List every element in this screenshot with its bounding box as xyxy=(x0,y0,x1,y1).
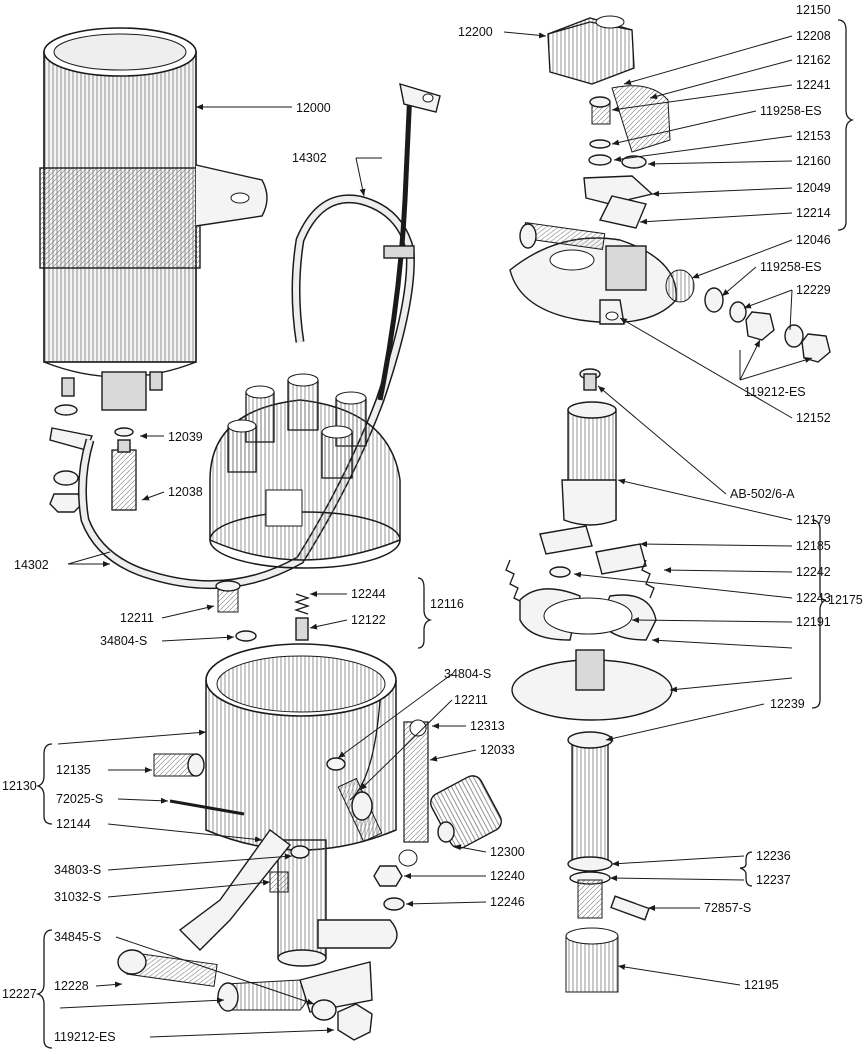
label-coil: 12000 xyxy=(296,101,331,115)
label-cap-spring-group: 12116 xyxy=(430,597,464,611)
label-terminal-washer: 12039 xyxy=(168,430,203,444)
label-body-oiler: 12135 xyxy=(56,763,91,777)
label-cap-spring: 12244 xyxy=(351,587,386,601)
label-body-pin: 72025-S xyxy=(56,792,103,806)
label-contact-arm: 12208 xyxy=(796,29,831,43)
coil-hardware xyxy=(49,404,137,513)
label-rotor: 12200 xyxy=(458,25,493,39)
label-contact-lockwasher: 119258-ES xyxy=(760,104,822,118)
label-breaker-nut: 119212-ES xyxy=(744,385,806,399)
label-breaker-plate: 12152 xyxy=(796,411,831,425)
leader-lines xyxy=(57,31,813,1038)
part-labels: 12000 14302 12039 12038 14302 12244 1211… xyxy=(2,3,863,1044)
label-cam: 12179 xyxy=(796,513,831,527)
label-advance-group: 12175 xyxy=(828,593,863,607)
label-condenser-link: 12313 xyxy=(470,719,505,733)
group-brackets xyxy=(35,19,855,1049)
label-shaft-washer: 12236 xyxy=(756,849,791,863)
label-coil-terminal: 12038 xyxy=(168,485,203,499)
clamp-assembly xyxy=(117,949,373,1041)
label-weight-washer: 12243 xyxy=(796,591,831,605)
label-clamp-nut: 119212-ES xyxy=(54,1030,116,1044)
label-breaker-washer: 12229 xyxy=(796,283,831,297)
body-side-parts xyxy=(153,753,383,951)
coil-wire xyxy=(77,82,441,590)
label-weight-spring: 12242 xyxy=(796,565,831,579)
label-cap-spring-pin: 12122 xyxy=(351,613,386,627)
label-clip-screw: 31032-S xyxy=(54,890,101,904)
label-clip-washer: 34803-S xyxy=(54,863,101,877)
label-body-clip: 12144 xyxy=(56,817,91,831)
rotor xyxy=(547,15,635,85)
label-shaft-plate: 12239 xyxy=(770,697,805,711)
label-drive-pin: 72857-S xyxy=(704,901,751,915)
label-contact-spacer: 12160 xyxy=(796,154,831,168)
label-shaft-spacer: 12237 xyxy=(756,873,791,887)
label-cap-screw: 12211 xyxy=(120,611,154,625)
label-breaker-link: 12049 xyxy=(796,181,831,195)
label-coil-wire-bottom: 14302 xyxy=(14,558,49,572)
advance-weights xyxy=(505,525,657,641)
label-body-screw: 12211 xyxy=(454,693,488,707)
label-contact-screw: 12162 xyxy=(796,53,831,67)
shaft-assembly xyxy=(511,649,673,993)
label-gear-collar: 12195 xyxy=(744,978,779,992)
label-contact-point: 12241 xyxy=(796,78,831,92)
label-body-lock-washer: 34804-S xyxy=(444,667,491,681)
label-breaker-group: 12150 xyxy=(796,3,831,17)
distributor-cap xyxy=(209,373,401,569)
label-weight-bracket: 12185 xyxy=(796,539,831,553)
contact-set xyxy=(583,85,671,229)
label-contact-washer: 12153 xyxy=(796,129,831,143)
label-clamp-group: 12227 xyxy=(2,987,37,1001)
label-body-group: 12130 xyxy=(2,779,37,793)
label-condenser-washer: 12240 xyxy=(490,869,525,883)
ignition-coil xyxy=(39,27,268,411)
cam-assembly xyxy=(561,368,617,526)
label-condenser-nut: 12246 xyxy=(490,895,525,909)
cap-hardware xyxy=(215,580,311,642)
breaker-plate xyxy=(509,221,831,363)
label-cam-screw: AB-502/6-A xyxy=(730,487,795,501)
label-weight: 12191 xyxy=(796,615,831,629)
label-adjust-screw: 12214 xyxy=(796,206,831,220)
label-breaker-lockwasher: 119258-ES xyxy=(760,260,822,274)
label-breaker-bushing: 12046 xyxy=(796,233,831,247)
label-clamp-bolt: 12228 xyxy=(54,979,89,993)
label-lock-washer: 34804-S xyxy=(100,634,147,648)
label-clamp-washer: 34845-S xyxy=(54,930,101,944)
label-condenser: 12300 xyxy=(490,845,525,859)
label-coil-wire-top: 14302 xyxy=(292,151,327,165)
label-condenser-strap: 12033 xyxy=(480,743,515,757)
condenser xyxy=(373,719,502,911)
